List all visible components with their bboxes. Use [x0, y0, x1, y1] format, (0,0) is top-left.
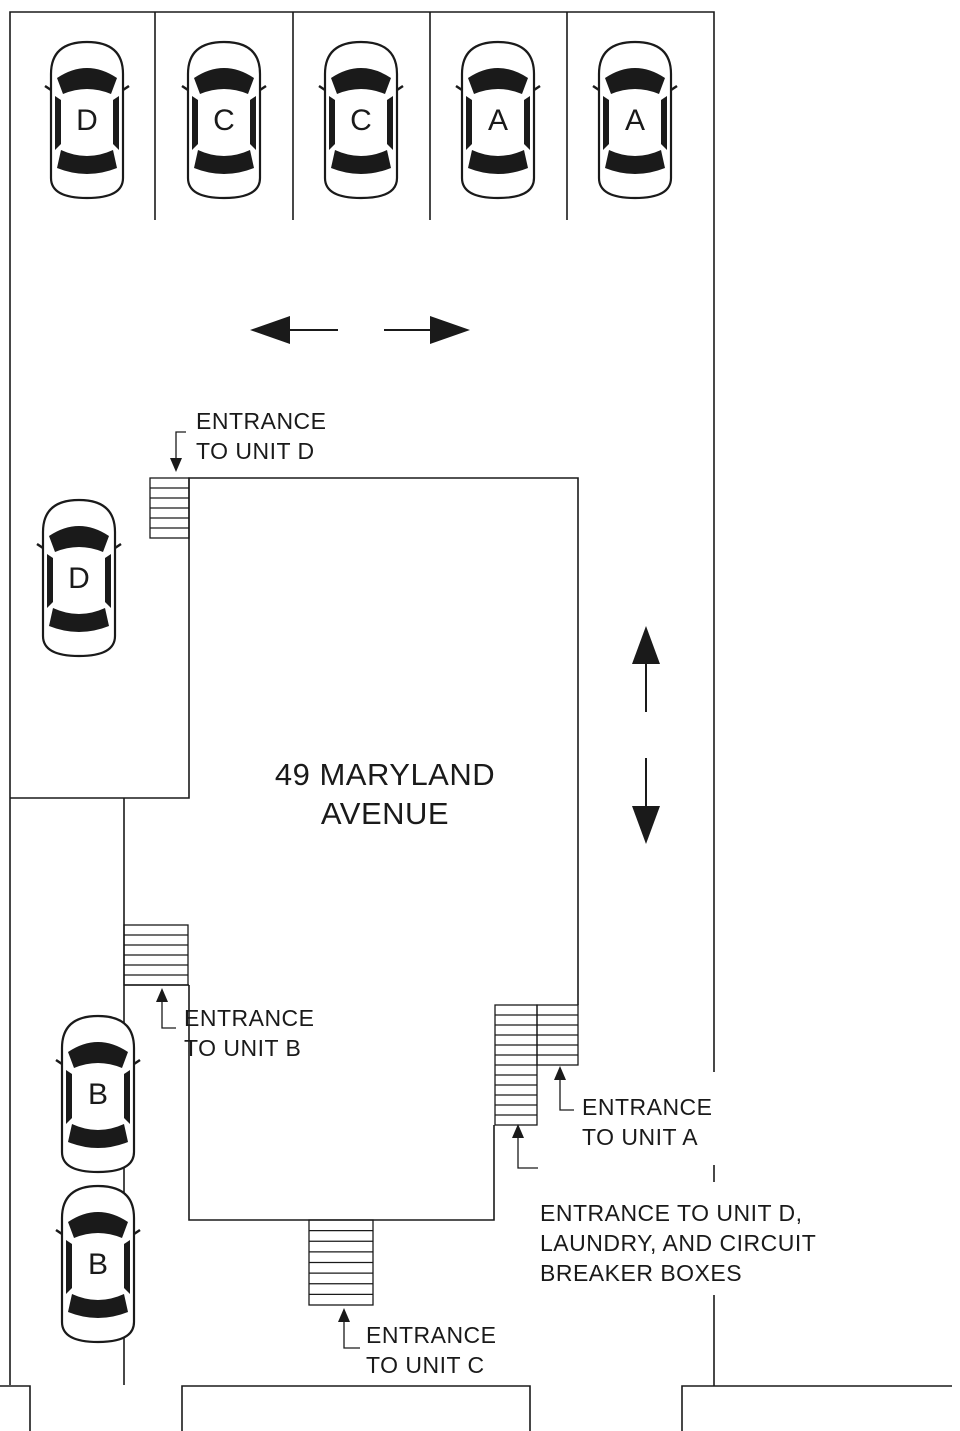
staircase [308, 1219, 374, 1306]
parked-car: C [180, 40, 268, 200]
arrow-up-icon [632, 626, 660, 712]
car-unit-letter: D [68, 562, 90, 595]
arrow-down-icon [632, 758, 660, 844]
traffic-arrows [250, 316, 660, 844]
leader-lines [161, 431, 574, 1349]
label-laundry-entrance: ENTRANCE TO UNIT D, LAUNDRY, AND CIRCUIT… [540, 1200, 817, 1286]
staircase [494, 1004, 538, 1126]
address-line-2: AVENUE [320, 796, 450, 831]
parked-car: D [35, 498, 123, 658]
label-unit-b-entrance: ENTRANCE TO UNIT B [184, 1005, 315, 1061]
staircase [123, 924, 189, 986]
parked-car: B [54, 1184, 142, 1344]
car-unit-letter: D [76, 104, 98, 137]
car-unit-letter: B [88, 1078, 108, 1111]
parked-car: B [54, 1014, 142, 1174]
arrow-left-icon [250, 316, 338, 344]
leader-arrowheads [156, 458, 566, 1322]
label-unit-c-entrance: ENTRANCE TO UNIT C [366, 1322, 497, 1378]
staircase [536, 1004, 579, 1066]
address-line-1: 49 MARYLAND [274, 757, 496, 792]
stairs [123, 477, 579, 1306]
car-unit-letter: C [350, 104, 372, 137]
arrow-right-icon [384, 316, 470, 344]
staircase [149, 477, 190, 539]
parked-car: A [591, 40, 679, 200]
parked-car: C [317, 40, 405, 200]
parked-car: A [454, 40, 542, 200]
label-unit-d-entrance: ENTRANCE TO UNIT D [196, 408, 327, 464]
car-unit-letter: A [488, 104, 508, 137]
car-unit-letter: B [88, 1248, 108, 1281]
car-unit-letter: C [213, 104, 235, 137]
parked-car: D [43, 40, 131, 200]
label-unit-a-entrance: ENTRANCE TO UNIT A [582, 1094, 713, 1150]
car-unit-letter: A [625, 104, 645, 137]
building-address: 49 MARYLAND AVENUE [240, 755, 530, 833]
